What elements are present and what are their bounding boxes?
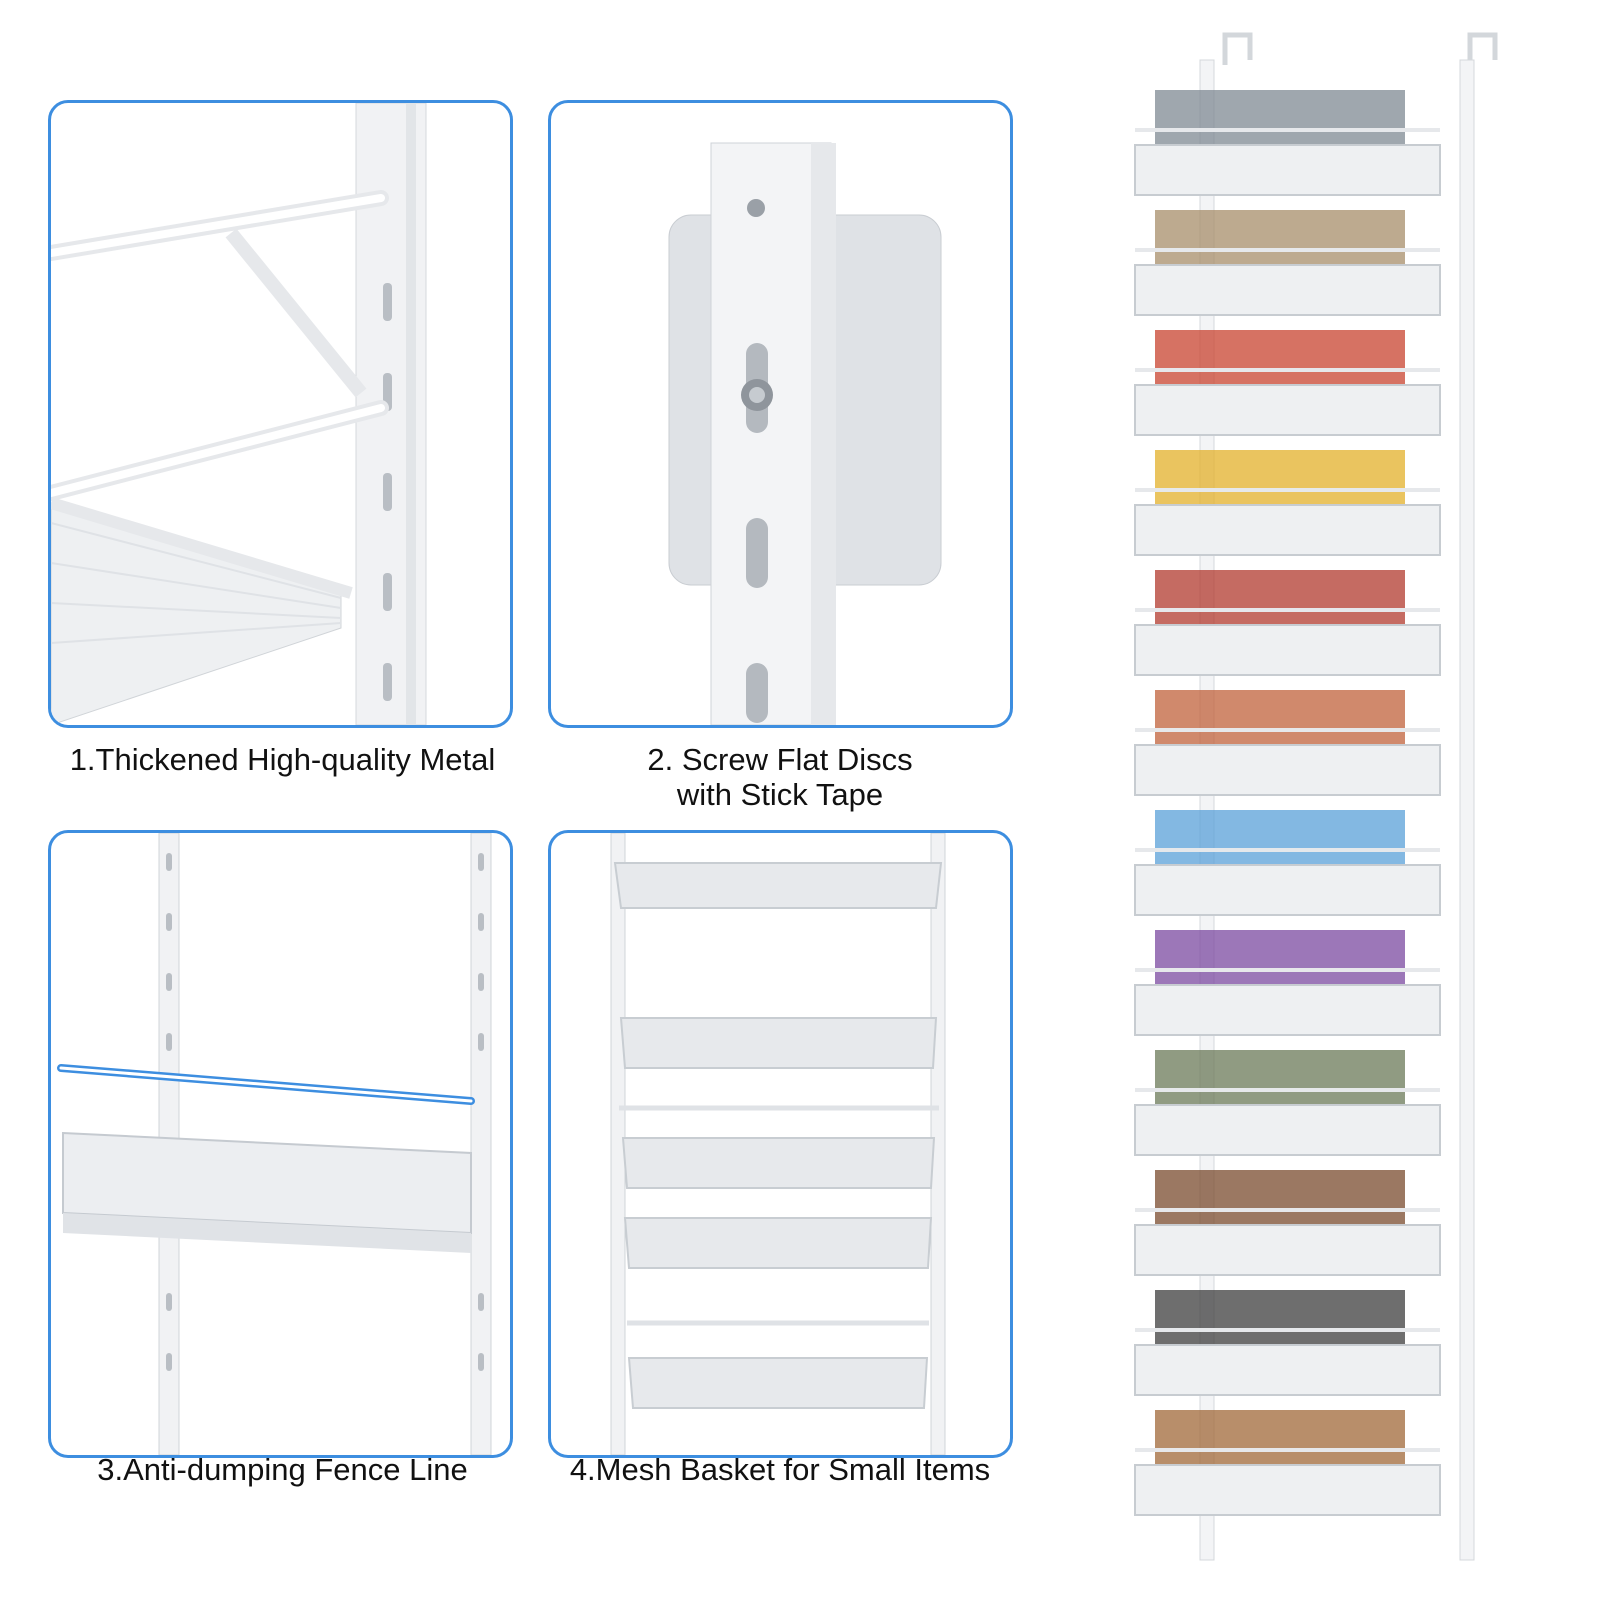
mesh-basket-shelf	[1134, 264, 1441, 316]
mesh-basket-shelf	[1134, 384, 1441, 436]
mesh-basket-shelf	[1134, 984, 1441, 1036]
mesh-basket-shelf	[1134, 1344, 1441, 1396]
screw-disc-image	[668, 142, 942, 725]
fence-line-image	[57, 833, 492, 1455]
feature-panel-mesh-basket	[548, 830, 1013, 1458]
metal-frame-image	[51, 103, 427, 725]
product-rack-image	[1130, 30, 1510, 1585]
mesh-basket-shelf	[1134, 624, 1441, 676]
feature-caption-screw-disc: 2. Screw Flat Discs with Stick Tape	[647, 742, 913, 812]
mesh-basket-shelf	[1134, 1464, 1441, 1516]
mesh-basket-image	[610, 833, 946, 1455]
mesh-basket-shelf	[1134, 864, 1441, 916]
mesh-basket-shelf	[1134, 504, 1441, 556]
feature-caption-fence-line: 3.Anti-dumping Fence Line	[97, 1452, 468, 1487]
mesh-basket-shelf	[1134, 1224, 1441, 1276]
mesh-basket-shelf	[1134, 1104, 1441, 1156]
feature-panel-metal	[48, 100, 513, 728]
feature-caption-mesh-basket: 4.Mesh Basket for Small Items	[569, 1452, 991, 1487]
mesh-basket-shelf	[1134, 744, 1441, 796]
feature-panel-screw-disc	[548, 100, 1013, 728]
mesh-basket-shelf	[1134, 144, 1441, 196]
feature-panel-fence-line	[48, 830, 513, 1458]
feature-caption-metal: 1.Thickened High-quality Metal	[69, 742, 496, 777]
